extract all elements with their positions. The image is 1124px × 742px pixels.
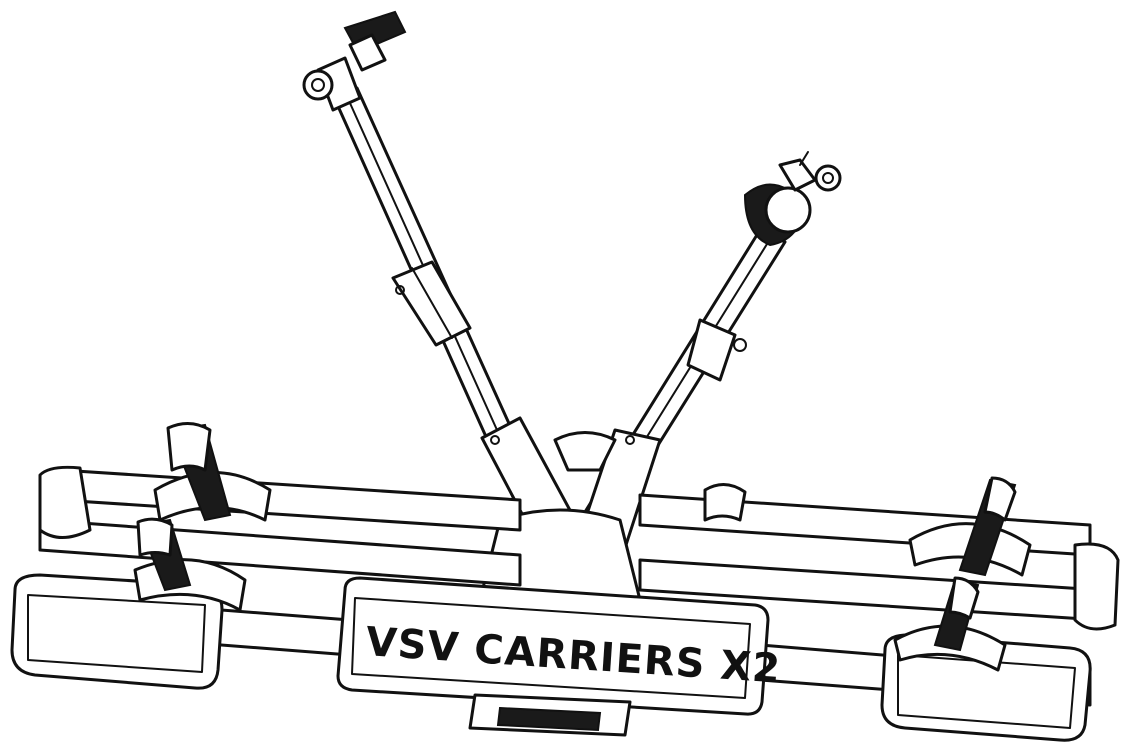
- license-plate: VSV CARRIERS X2: [336, 576, 782, 716]
- left-tail-light: [10, 573, 224, 690]
- wheel-cradle-right-front: [893, 576, 1007, 672]
- right-arm-clamp-head: [743, 151, 842, 247]
- wheel-cradle-left-front: [133, 517, 247, 612]
- tilt-handle: [468, 693, 632, 737]
- left-arm: [302, 10, 580, 550]
- left-arm-clamp-head: [302, 10, 407, 112]
- left-rear-end-cap: [38, 465, 92, 539]
- right-arm: [578, 151, 842, 550]
- right-rear-end-cap: [1073, 542, 1120, 631]
- wheel-cradle-right-rear: [908, 476, 1032, 577]
- right-tail-light: [880, 633, 1092, 742]
- rear-rail-left: [38, 468, 522, 587]
- center-strap-clip: [703, 483, 747, 522]
- wheel-cradle-left-rear: [153, 422, 272, 522]
